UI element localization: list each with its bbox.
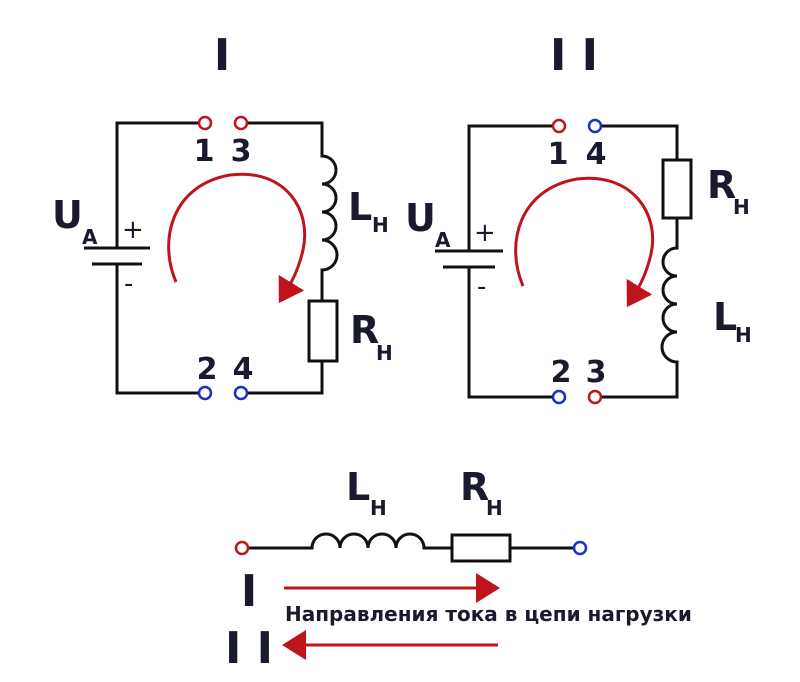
circuit-II-plus: + <box>474 218 496 248</box>
circuit-I-terminal-label-1: 1 <box>194 134 215 169</box>
circuit-I-wire-top-right <box>247 121 324 158</box>
circuit-I-wire-bottom-right <box>247 359 324 395</box>
circuit-I-terminal-1 <box>197 115 213 131</box>
circuit-I-terminal-label-2: 2 <box>197 352 218 387</box>
circuit-I-terminal-label-4: 4 <box>233 352 254 387</box>
circuit-II-terminal-label-1: 1 <box>548 137 569 172</box>
circuit-II-current-arrow <box>514 176 655 308</box>
circuit-II-terminal-label-3: 3 <box>586 355 607 390</box>
circuit-II-terminal-1 <box>551 118 567 134</box>
circuit-I-resistor <box>307 299 339 363</box>
circuit-II-terminal-label-2: 2 <box>551 355 572 390</box>
circuit-II-resistor-sub: Н <box>733 195 750 219</box>
load-inductor-sub: Н <box>370 496 387 520</box>
circuit-I-inductor-symbol: L <box>348 185 372 229</box>
circuit-II: I I 1 4 2 3 U A + - R Н L Н <box>405 30 752 405</box>
circuit-II-terminal-2 <box>551 389 567 405</box>
circuit-II-terminal-3 <box>587 389 603 405</box>
load-caption: Направления тока в цепи нагрузки <box>285 602 692 626</box>
circuit-II-inductor <box>660 246 678 364</box>
load-terminal-left <box>234 540 250 556</box>
load-inductor <box>310 532 426 549</box>
circuit-I-terminal-label-3: 3 <box>231 134 252 169</box>
circuit-II-terminal-label-4: 4 <box>586 137 607 172</box>
circuit-II-title: I I <box>550 30 598 81</box>
circuit-II-resistor <box>661 158 693 220</box>
circuit-I: I 1 3 2 4 U A + - L Н R Н <box>52 30 393 401</box>
load-arrow-I-label: I <box>241 566 257 617</box>
load-terminal-right <box>572 540 588 556</box>
circuit-I-terminal-4 <box>233 385 249 401</box>
load-inductor-symbol: L <box>346 465 370 509</box>
circuit-II-inductor-symbol: L <box>713 295 737 339</box>
circuit-I-terminal-2 <box>197 385 213 401</box>
load-resistor-symbol: R <box>460 465 489 509</box>
circuit-I-current-arrow <box>167 172 307 304</box>
circuit-I-resistor-symbol: R <box>350 308 379 352</box>
load-resistor <box>450 533 512 563</box>
circuit-I-wire-left-lower <box>115 262 200 395</box>
circuit-I-terminal-3 <box>233 115 249 131</box>
circuit-II-inductor-sub: Н <box>735 323 752 347</box>
circuit-I-inductor <box>321 154 339 272</box>
load-circuit: L Н R Н I Направления тока в цепи нагруз… <box>225 465 692 674</box>
circuit-I-title: I <box>214 30 230 81</box>
circuit-II-wire-left-lower <box>467 265 554 399</box>
circuit-II-wire-bottom-right <box>600 360 679 399</box>
circuit-II-source-symbol: U <box>405 196 436 240</box>
circuit-I-source-sub: A <box>82 225 98 249</box>
circuit-I-source-symbol: U <box>52 193 83 237</box>
load-arrow-II-label: I I <box>225 623 273 674</box>
circuit-I-minus: - <box>124 269 133 299</box>
circuit-I-plus: + <box>122 215 144 245</box>
load-resistor-sub: Н <box>486 496 503 520</box>
circuit-II-minus: - <box>477 272 486 302</box>
circuit-II-source-sub: A <box>435 228 451 252</box>
circuit-II-wire-top-right <box>600 124 679 162</box>
circuit-I-inductor-sub: Н <box>372 213 389 237</box>
circuit-II-resistor-symbol: R <box>707 163 736 207</box>
circuit-II-terminal-4 <box>587 118 603 134</box>
circuit-I-resistor-sub: Н <box>376 341 393 365</box>
